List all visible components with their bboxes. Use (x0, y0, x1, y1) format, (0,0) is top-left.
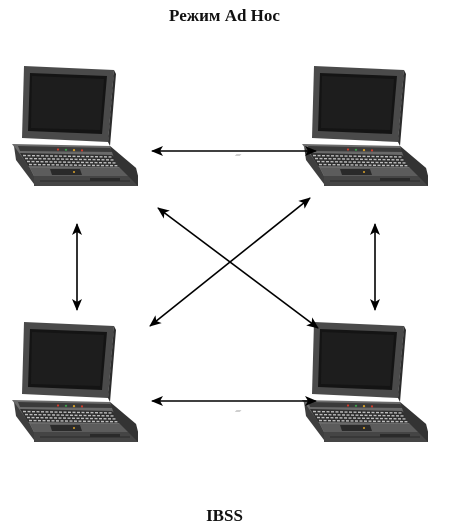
laptop-icon (234, 321, 429, 443)
laptop-icon (234, 65, 429, 187)
laptop-top-left (0, 65, 139, 187)
laptop-bottom-left (0, 321, 139, 443)
laptop-icon (0, 65, 139, 187)
link-arrow-laptop-top-right-to-laptop-bottom-left (149, 197, 311, 327)
laptop-top-right (234, 65, 429, 187)
laptop-icon (0, 321, 139, 443)
diagram-caption: IBSS (206, 506, 243, 525)
laptop-bottom-right (234, 321, 429, 443)
link-arrow-laptop-top-left-to-laptop-bottom-right (157, 207, 319, 329)
diagram-title: Режим Ad Hoc (169, 6, 280, 25)
